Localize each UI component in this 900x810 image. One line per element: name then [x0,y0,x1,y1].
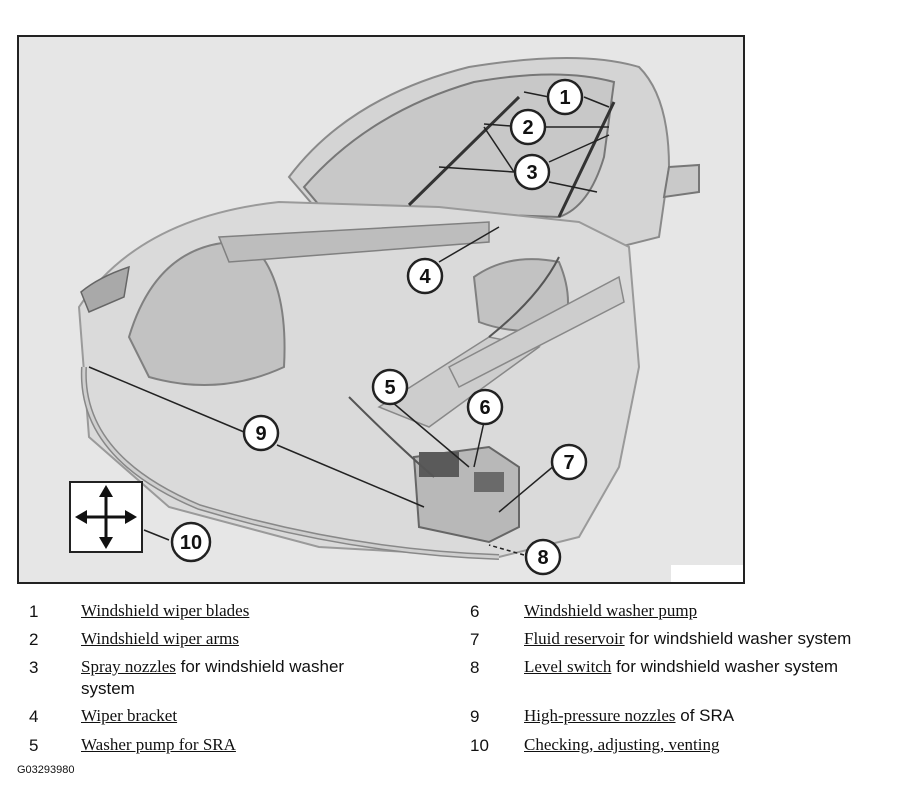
figure-id: G03293980 [17,764,75,776]
legend-link-4[interactable]: Wiper bracket [81,706,178,725]
svg-text:8: 8 [537,547,548,569]
car-illustration: 1 2 3 4 5 6 7 8 9 10 [19,37,743,582]
legend-num-2: 2 [29,630,39,649]
callout-1: 1 [546,78,584,116]
legend-link-5[interactable]: Washer pump for SRA [81,735,236,754]
legend-num-4: 4 [29,707,39,726]
legend-item-9: High-pressure nozzles of SRA [524,706,735,725]
legend-num-5: 5 [29,736,39,755]
legend-link-8[interactable]: Level switch [524,657,612,676]
legend-num-10: 10 [470,736,489,755]
legend-num-6: 6 [470,602,480,621]
cross-member [217,221,490,263]
adjust-arrows-icon [69,481,143,553]
legend-link-6[interactable]: Windshield washer pump [524,601,698,620]
legend-link-9[interactable]: High-pressure nozzles [524,706,676,725]
legend-num-9: 9 [470,707,480,726]
legend-item-1: Windshield wiper blades [81,600,411,622]
svg-text:4: 4 [419,266,431,288]
callout-5: 5 [371,368,409,406]
callout-9: 9 [242,414,280,452]
legend-item-6: Windshield washer pump [524,600,894,622]
legend-link-2[interactable]: Windshield wiper arms [81,629,239,648]
legend-item-4: Wiper bracket [81,705,411,727]
leader-lines [88,91,610,556]
legend-item-3: Spray nozzles for windshield washer syst… [81,657,345,698]
callout-7: 7 [550,443,588,481]
svg-text:6: 6 [479,397,490,419]
legend-link-7[interactable]: Fluid reservoir [524,629,625,648]
headlight-left [80,265,130,313]
wiper-arm-left [407,95,521,207]
legend-item-10: Checking, adjusting, venting [524,734,894,756]
callout-4: 4 [406,257,444,295]
svg-text:10: 10 [180,532,202,554]
callout-8: 8 [524,538,562,576]
svg-text:5: 5 [384,377,395,399]
washer-hose [488,256,560,338]
svg-text:7: 7 [563,452,574,474]
svg-text:2: 2 [522,117,533,139]
legend-item-5: Washer pump for SRA [81,734,411,756]
legend-item-8: Level switch for windshield washer syste… [524,657,839,676]
svg-text:1: 1 [559,87,570,109]
svg-text:9: 9 [255,423,266,445]
svg-text:3: 3 [526,162,537,184]
legend-item-7: Fluid reservoir for windshield washer sy… [524,629,852,648]
wheel-arch-right [472,258,569,332]
wiper-arm-right [557,101,616,218]
legend-link-10[interactable]: Checking, adjusting, venting [524,735,720,754]
legend-num-1: 1 [29,602,39,621]
callout-3: 3 [513,153,551,191]
callout-10: 10 [170,521,212,563]
legend-num-3: 3 [29,658,39,677]
corner-notch [671,565,743,582]
callout-group: 1 2 3 4 5 6 7 8 9 10 [170,78,588,576]
callout-6: 6 [466,388,504,426]
wheel-arch-left [127,240,286,386]
legend-link-3[interactable]: Spray nozzles [81,657,176,676]
legend-item-2: Windshield wiper arms [81,628,411,650]
legend-link-1[interactable]: Windshield wiper blades [81,601,250,620]
legend-num-7: 7 [470,630,480,649]
washer-pump-body [419,452,459,477]
callout-2: 2 [509,108,547,146]
legend-num-8: 8 [470,658,480,677]
side-mirror-shape [662,163,700,199]
diagram-figure: 1 2 3 4 5 6 7 8 9 10 [17,35,745,584]
